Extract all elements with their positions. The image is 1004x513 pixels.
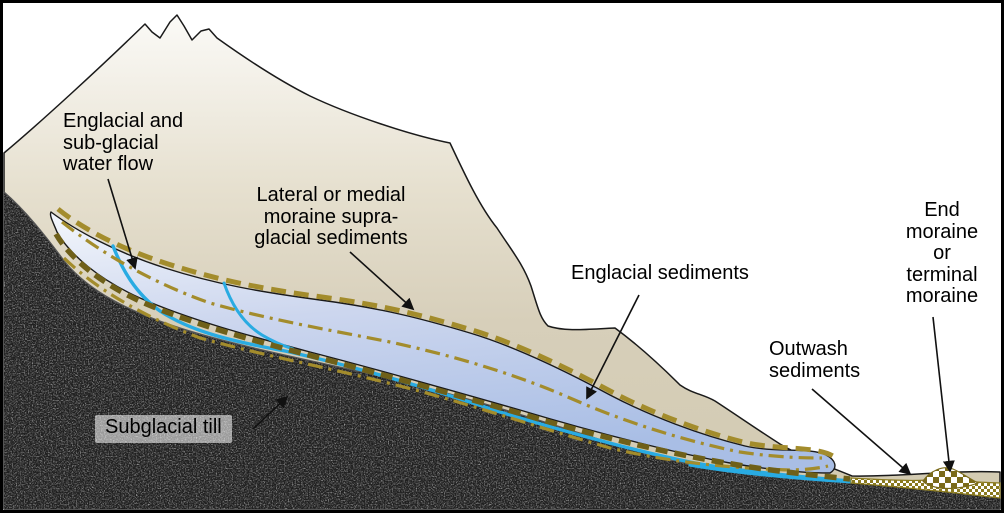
glacier-ice [49, 211, 836, 474]
supraglacial-moraine-dashed-line [56, 207, 835, 459]
arrow-lateral-moraine [349, 251, 415, 311]
arrow-englacial-sediments [586, 294, 640, 400]
water-flow-branch-line [222, 281, 295, 351]
water-flow-main-line [111, 244, 852, 483]
label-end-moraine: End moraine or terminal moraine [905, 199, 979, 307]
leader-arrows [107, 178, 955, 476]
arrow-water-flow [107, 178, 138, 270]
arrow-subglacial-till [252, 395, 289, 430]
label-outwash-sediments: Outwash sediments [769, 338, 861, 382]
arrow-end-moraine [932, 316, 955, 473]
subglacial-till-dashed-line [53, 232, 851, 482]
englacial-sediments-lower-line [62, 256, 829, 472]
label-subglacial-till: Subglacial till [95, 415, 232, 443]
label-water-flow: Englacial and sub-glacial water flow [63, 110, 184, 175]
label-englacial-sediments: Englacial sediments [571, 262, 749, 284]
diagram-canvas [3, 3, 1001, 510]
label-lateral-moraine: Lateral or medial moraine supra- glacial… [254, 184, 408, 249]
englacial-sediments-upper-line [61, 220, 823, 460]
arrow-outwash [811, 388, 912, 476]
